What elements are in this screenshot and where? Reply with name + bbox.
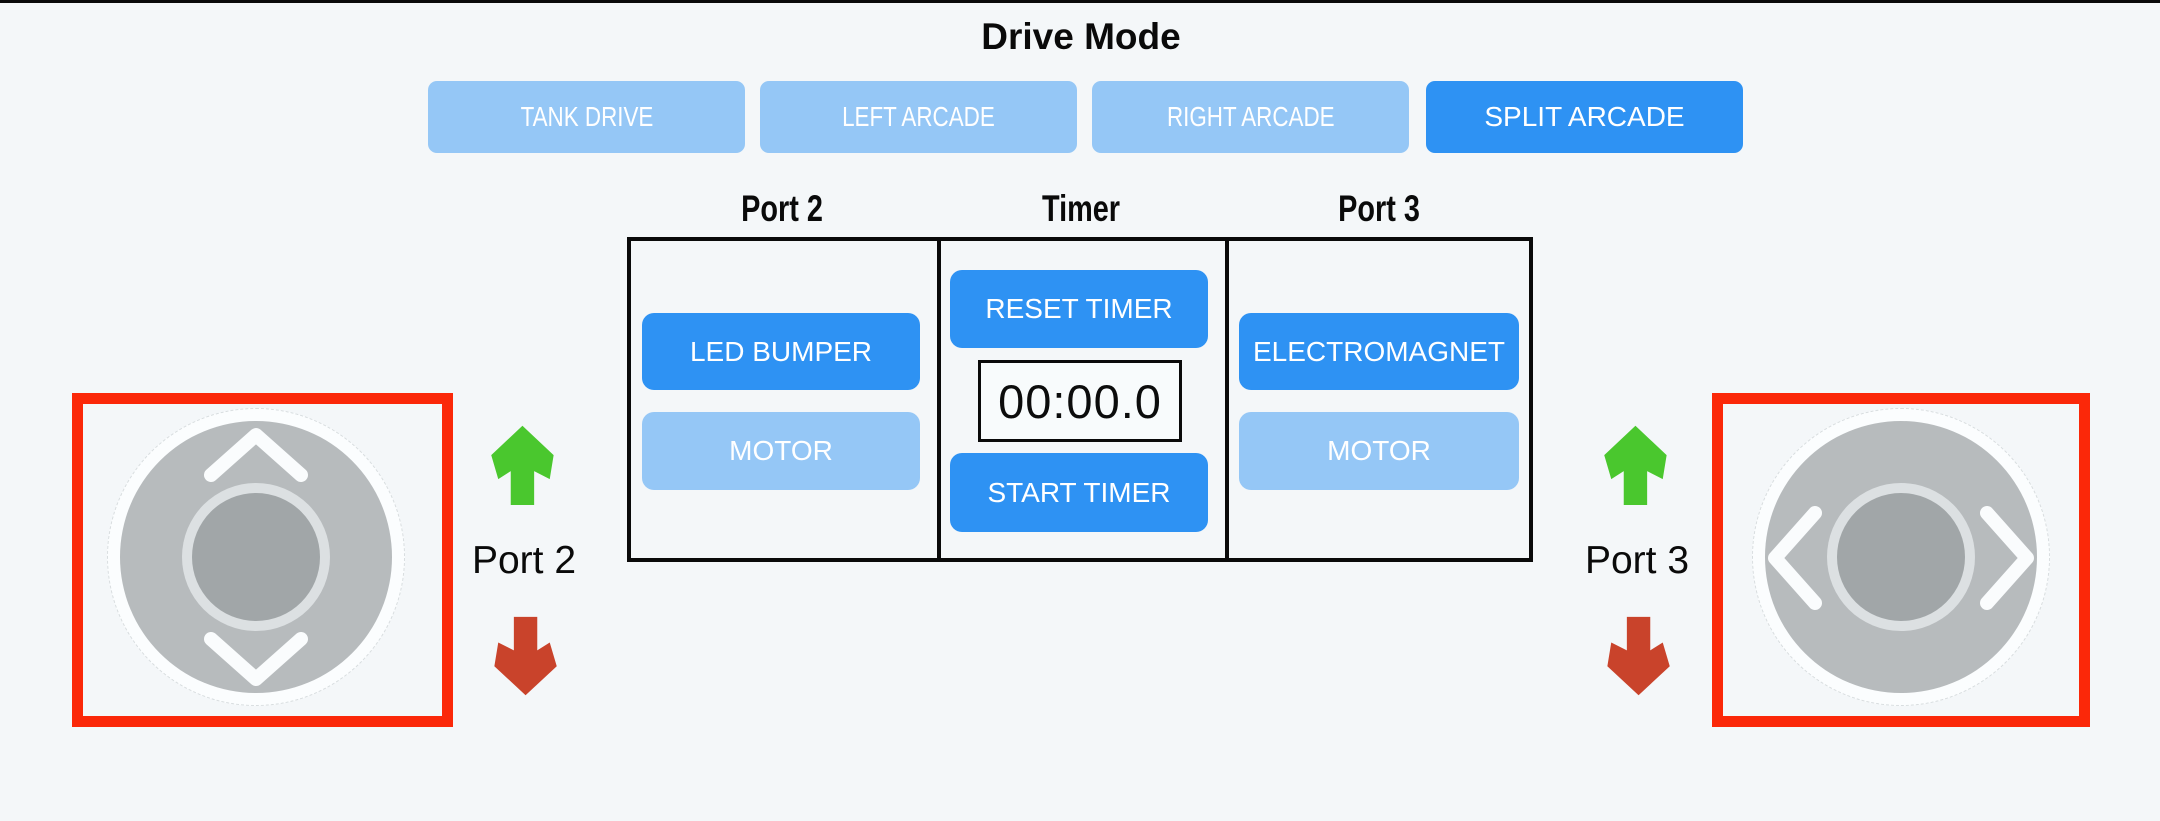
panel-divider-right — [1225, 237, 1229, 562]
drive-mode-title: Drive Mode — [981, 16, 1181, 57]
timer-display: 00:00.0 — [978, 360, 1182, 442]
device-panel — [627, 237, 1533, 562]
electromagnet-label: ELECTROMAGNET — [1252, 335, 1506, 367]
down-arrow-icon — [494, 616, 557, 696]
port2-side-label: Port 2 — [471, 539, 577, 582]
port2-up-button[interactable] — [485, 424, 563, 513]
port3-down-button[interactable] — [1598, 609, 1676, 697]
up-arrow-icon — [1604, 425, 1667, 505]
left-arcade-label: LEFT ARCADE — [842, 101, 995, 132]
top-border-line — [0, 0, 2160, 3]
motor-button-port2[interactable]: MOTOR — [642, 412, 920, 490]
motor-port2-label: MOTOR — [729, 435, 833, 466]
right-joystick[interactable] — [1752, 408, 2050, 706]
right-arcade-label: RIGHT ARCADE — [1166, 101, 1335, 132]
right-joystick-ring — [1827, 483, 1975, 631]
split-arcade-button[interactable]: SPLIT ARCADE — [1426, 81, 1743, 153]
start-timer-label: START TIMER — [987, 476, 1171, 508]
split-arcade-label: SPLIT ARCADE — [1484, 101, 1685, 132]
port3-up-button[interactable] — [1598, 424, 1676, 513]
right-joystick-knob[interactable] — [1837, 493, 1965, 621]
right-joystick-highlight-box — [1712, 393, 2090, 727]
port3-side-label: Port 3 — [1584, 539, 1690, 582]
tank-drive-button[interactable]: TANK DRIVE — [428, 81, 745, 153]
port2-column-header: Port 2 — [741, 188, 823, 229]
left-joystick-knob[interactable] — [192, 493, 320, 621]
start-timer-button[interactable]: START TIMER — [950, 453, 1208, 532]
port2-down-button[interactable] — [485, 609, 563, 697]
right-arcade-button[interactable]: RIGHT ARCADE — [1092, 81, 1409, 153]
reset-timer-label: RESET TIMER — [985, 293, 1173, 324]
electromagnet-button[interactable]: ELECTROMAGNET — [1239, 313, 1519, 390]
led-bumper-label: LED BUMPER — [689, 335, 873, 367]
panel-divider-left — [937, 237, 941, 562]
down-arrow-icon — [1607, 616, 1670, 696]
left-joystick-highlight-box — [72, 393, 453, 727]
left-joystick-ring — [182, 483, 330, 631]
left-arcade-button[interactable]: LEFT ARCADE — [760, 81, 1077, 153]
port3-column-header: Port 3 — [1338, 188, 1420, 229]
motor-button-port3[interactable]: MOTOR — [1239, 412, 1519, 490]
reset-timer-button[interactable]: RESET TIMER — [950, 270, 1208, 348]
timer-column-header: Timer — [1041, 188, 1121, 229]
tank-drive-label: TANK DRIVE — [520, 101, 653, 132]
up-arrow-icon — [491, 425, 554, 505]
motor-port3-label: MOTOR — [1327, 435, 1431, 466]
left-joystick[interactable] — [107, 408, 405, 706]
led-bumper-button[interactable]: LED BUMPER — [642, 313, 920, 390]
